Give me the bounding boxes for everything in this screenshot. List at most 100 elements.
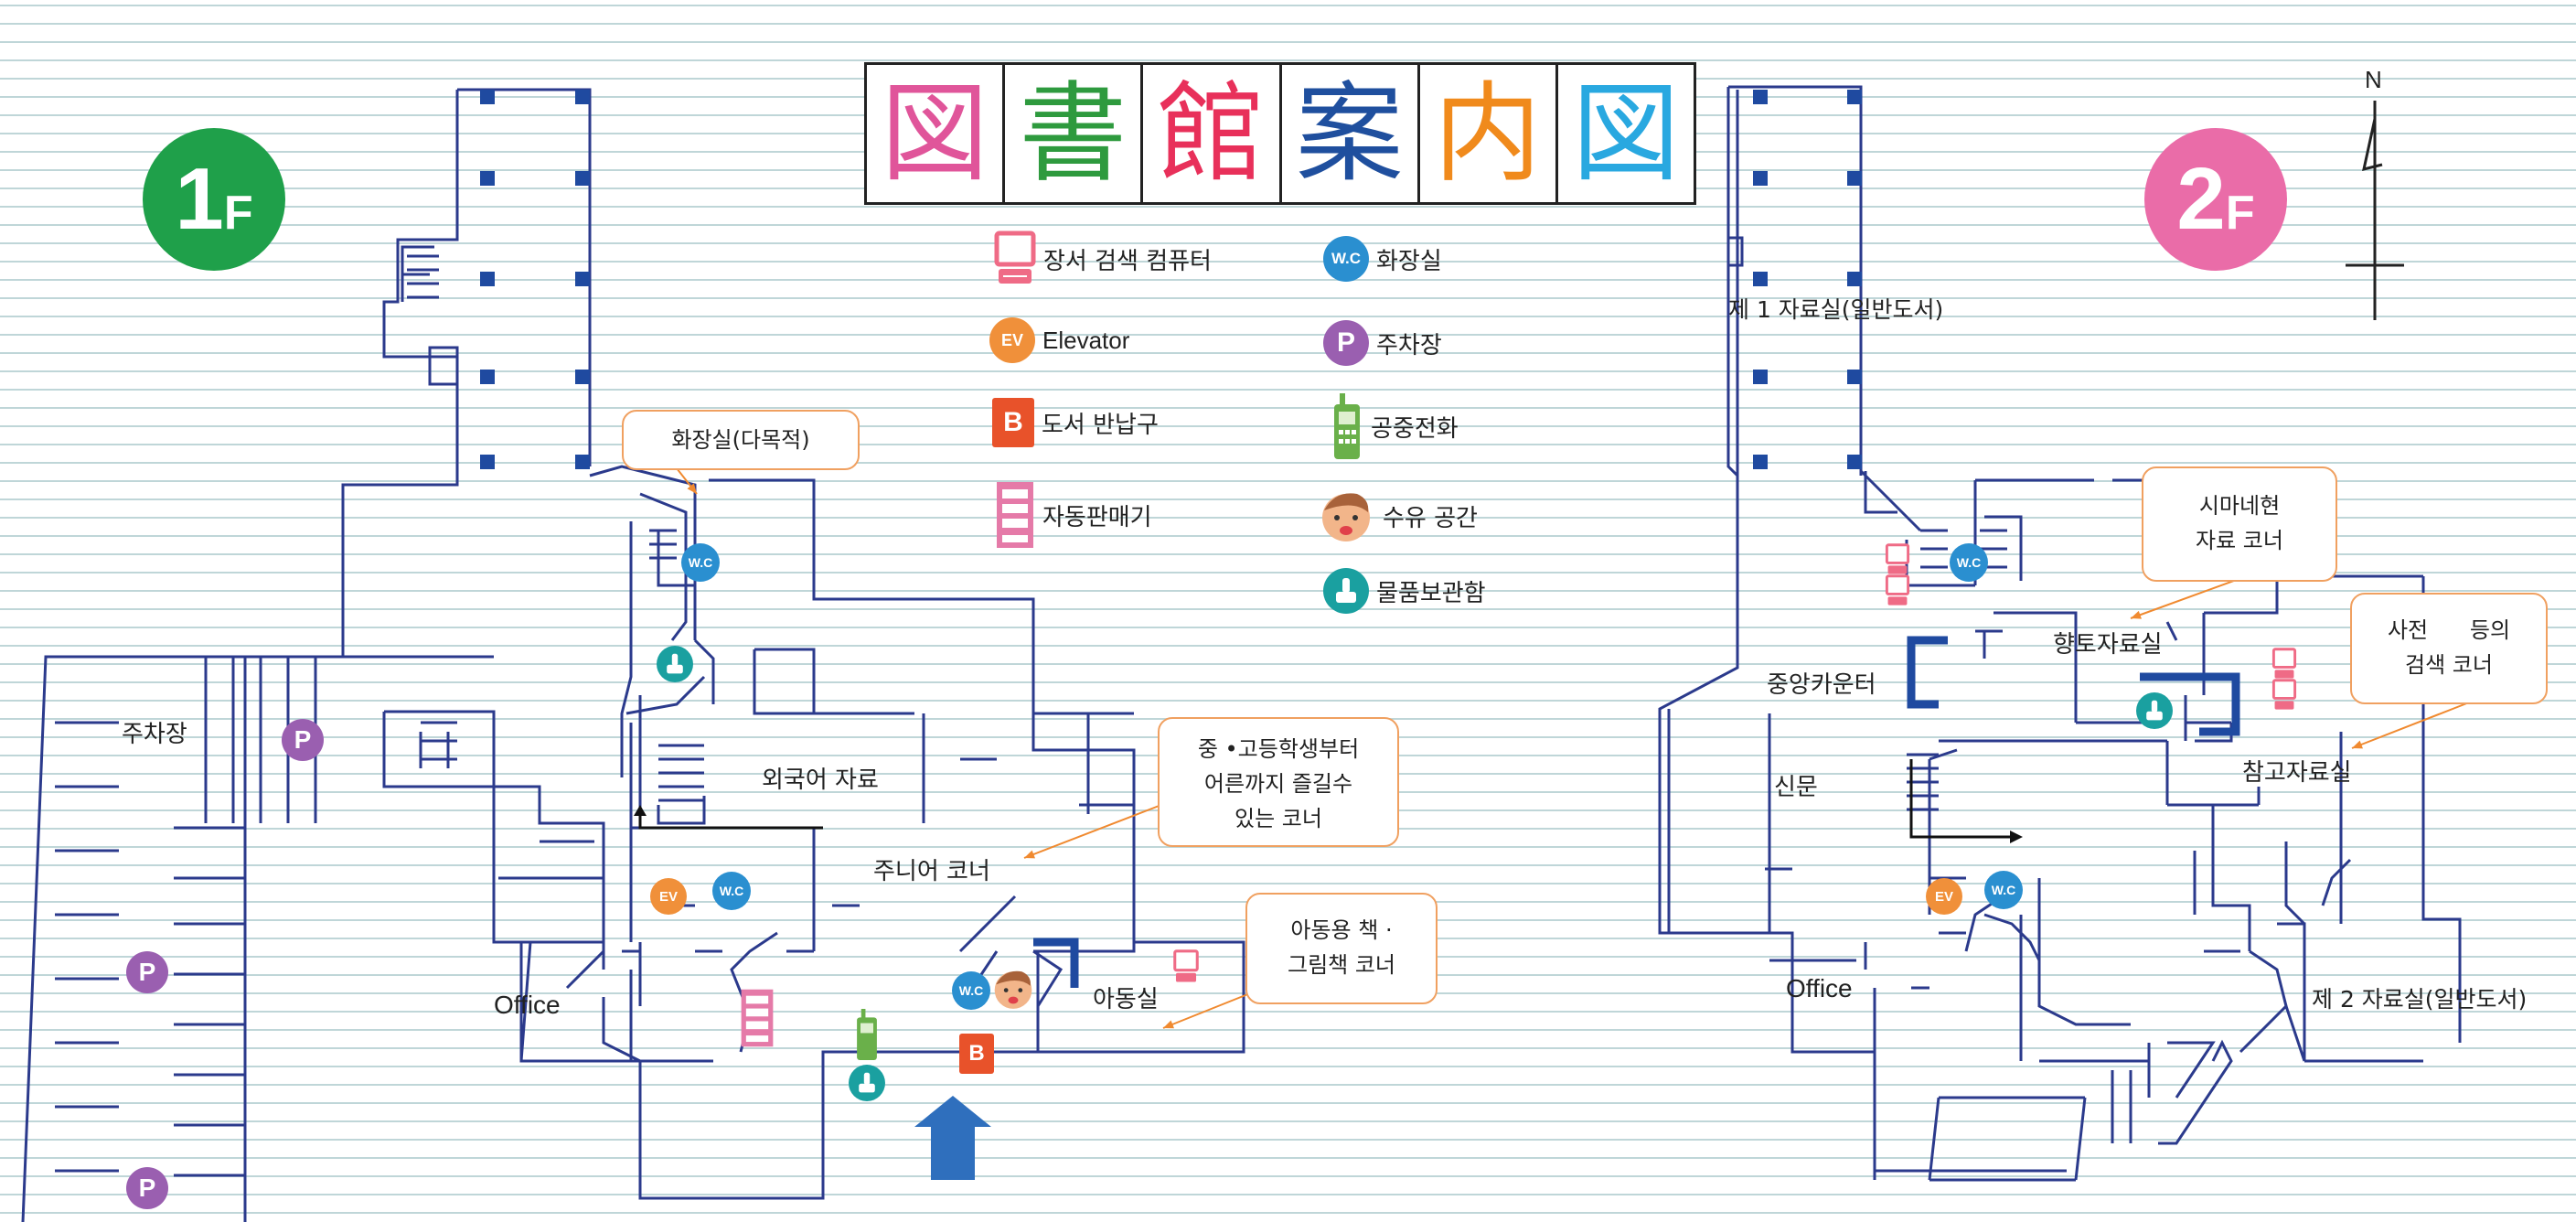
pillar bbox=[480, 272, 495, 286]
legend-label: 도서 반납구 bbox=[1042, 411, 1159, 439]
title-char: 書 bbox=[1005, 65, 1144, 202]
callout-line: 어른까지 즐길수 bbox=[1203, 771, 1353, 797]
pillar bbox=[480, 370, 495, 384]
floor1-number: 1 bbox=[175, 150, 224, 248]
legend-label: 장서 검색 컴퓨터 bbox=[1043, 247, 1212, 275]
restroom-icon: W.C bbox=[1950, 543, 1988, 582]
callout-teen-corner: 중 •고등학생부터 어른까지 즐길수 있는 코너 bbox=[1158, 717, 1399, 847]
callout-restroom-multipurpose: 화장실(다목적) bbox=[622, 410, 860, 470]
restroom-icon: W.C bbox=[1323, 236, 1369, 282]
legend-label: 화장실 bbox=[1376, 247, 1442, 275]
callout-line: 있는 코너 bbox=[1235, 806, 1322, 831]
north-wing bbox=[457, 88, 592, 466]
pillar bbox=[480, 90, 495, 104]
legend-item-locker: 물품보관함 bbox=[1323, 568, 1486, 614]
title-char: 館 bbox=[1143, 65, 1282, 202]
pillar bbox=[1847, 272, 1862, 286]
leader-arrow-head bbox=[1163, 1020, 1174, 1029]
locker-icon bbox=[849, 1065, 885, 1101]
pillar bbox=[1753, 370, 1768, 384]
legend-label: 수유 공간 bbox=[1383, 504, 1478, 532]
restroom-icon: W.C bbox=[712, 872, 751, 910]
pillar bbox=[1753, 90, 1768, 104]
pillar bbox=[575, 90, 590, 104]
computer-icon bbox=[1884, 543, 1911, 576]
library-guide-title: 図 書 館 案 内 図 bbox=[864, 62, 1696, 205]
floor2-pillars bbox=[1753, 90, 1862, 469]
floor2-newspapers-label: 신문 bbox=[1774, 774, 1818, 801]
parking-icon: P bbox=[126, 951, 168, 993]
callout-line: 중 •고등학생부터 bbox=[1197, 736, 1360, 762]
pillar bbox=[1847, 370, 1862, 384]
book-return-icon: B bbox=[992, 398, 1034, 447]
book-return-icon: B bbox=[959, 1034, 994, 1074]
elevator-icon: EV bbox=[650, 878, 687, 915]
floor2-unit: F bbox=[2225, 187, 2255, 240]
floor1-office-label: Office bbox=[494, 991, 561, 1019]
computer-icon bbox=[1172, 949, 1200, 984]
pillar bbox=[1753, 171, 1768, 186]
leader-arrow-head bbox=[687, 483, 697, 494]
floor1-stairs bbox=[407, 254, 704, 802]
floor2-thick-walls bbox=[1907, 636, 2240, 736]
floor2-room1-label: 제 1 자료실(일반도서) bbox=[1728, 296, 1944, 323]
legend-item-payphone: 공중전화 bbox=[1331, 391, 1459, 461]
legend-item-book-return: B 도서 반납구 bbox=[992, 398, 1159, 447]
legend-label: Elevator bbox=[1042, 326, 1130, 354]
locker-icon bbox=[1323, 568, 1369, 614]
legend-label: 공중전화 bbox=[1371, 414, 1459, 443]
floor2-reference-room-label: 참고자료실 bbox=[2242, 759, 2352, 787]
callout-dictionary-search: 사전 등의 검색 코너 bbox=[2350, 593, 2548, 704]
legend-label: 물품보관함 bbox=[1376, 579, 1486, 607]
callout-line: 화장실(다목적) bbox=[671, 427, 810, 453]
pillar bbox=[1847, 90, 1862, 104]
nursing-room-icon bbox=[1317, 487, 1375, 545]
legend-item-computer: 장서 검색 컴퓨터 bbox=[994, 230, 1212, 287]
elevator-icon: EV bbox=[1926, 878, 1962, 915]
parking-lot-outline bbox=[21, 655, 494, 1222]
pillar bbox=[1847, 171, 1862, 186]
callout-picture-books: 아동용 책 · 그림책 코너 bbox=[1245, 893, 1438, 1004]
parking-icon: P bbox=[126, 1167, 168, 1209]
parking-icon: P bbox=[282, 719, 324, 761]
leader-arrow-line bbox=[1023, 804, 1162, 859]
callout-line: 자료 코너 bbox=[2196, 528, 2283, 553]
compass-arrow bbox=[2346, 101, 2404, 320]
pillar bbox=[480, 171, 495, 186]
callout-line: 시마네현 bbox=[2198, 493, 2281, 519]
legend-item-nursing: 수유 공간 bbox=[1317, 487, 1478, 545]
leader-arrow-line bbox=[2351, 702, 2470, 749]
pillar bbox=[1753, 455, 1768, 469]
computer-icon bbox=[994, 230, 1036, 287]
computer-icon bbox=[1884, 574, 1911, 607]
title-char: 図 bbox=[867, 65, 1006, 202]
computer-icon bbox=[2271, 679, 2298, 712]
nursing-room-icon bbox=[990, 966, 1036, 1012]
restroom-icon: W.C bbox=[681, 543, 720, 582]
floor1-parking-label: 주차장 bbox=[122, 721, 187, 748]
legend-item-parking: P 주차장 bbox=[1323, 320, 1442, 366]
floor1-thick-walls bbox=[1033, 938, 1079, 988]
floor2-local-history-label: 향토자료실 bbox=[2053, 631, 2163, 659]
leader-arrow-head bbox=[1024, 850, 1035, 859]
payphone-icon bbox=[854, 1006, 880, 1063]
elevator-icon: EV bbox=[989, 317, 1035, 363]
floor1-pillars bbox=[480, 90, 590, 469]
pillar bbox=[575, 370, 590, 384]
legend-label: 주차장 bbox=[1376, 331, 1442, 359]
callout-line: 아동용 책 · bbox=[1290, 917, 1393, 943]
locker-icon bbox=[657, 646, 693, 682]
legend-item-vending: 자동판매기 bbox=[995, 480, 1152, 550]
vending-machine-icon bbox=[739, 988, 775, 1048]
floor2-number: 2 bbox=[2176, 150, 2226, 248]
restroom-icon: W.C bbox=[1984, 871, 2023, 909]
floor2-stair-arrow bbox=[1909, 759, 2012, 839]
computer-icon bbox=[2271, 648, 2298, 681]
pillar bbox=[575, 455, 590, 469]
pillar bbox=[1847, 455, 1862, 469]
payphone-icon bbox=[1331, 391, 1363, 461]
title-char: 案 bbox=[1282, 65, 1420, 202]
leader-arrow-line bbox=[2130, 573, 2252, 619]
